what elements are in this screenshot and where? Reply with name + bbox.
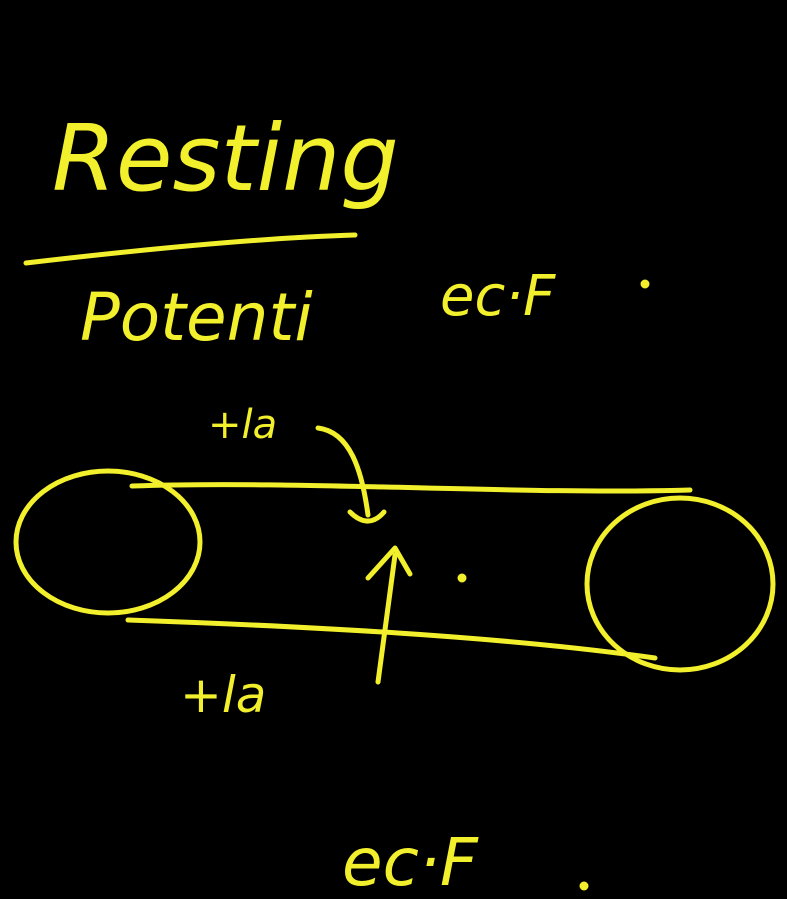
arrow-ion-in	[315, 425, 371, 518]
ecf-note-bottom: ec·F	[342, 824, 479, 899]
arrow-ion-out-head	[365, 545, 413, 581]
cell-right-end	[584, 495, 776, 673]
ion-label-bottom: +la	[180, 666, 266, 724]
ecf-note-top: ec·F	[440, 264, 556, 329]
subtitle-potential: Potenti	[80, 279, 313, 356]
cell-top-edge	[129, 482, 693, 494]
dot-marker	[457, 573, 467, 583]
title-underline	[23, 232, 358, 266]
title-resting: Resting	[52, 105, 399, 212]
arrow-ion-out	[375, 552, 398, 685]
dot-marker-bottom-note	[579, 881, 589, 891]
cell-bottom-edge	[125, 617, 658, 661]
cell-left-end	[13, 468, 203, 616]
arrow-ion-in-head	[347, 509, 387, 524]
dot-marker-top-note	[640, 279, 650, 289]
ion-label-top: +la	[208, 402, 277, 448]
